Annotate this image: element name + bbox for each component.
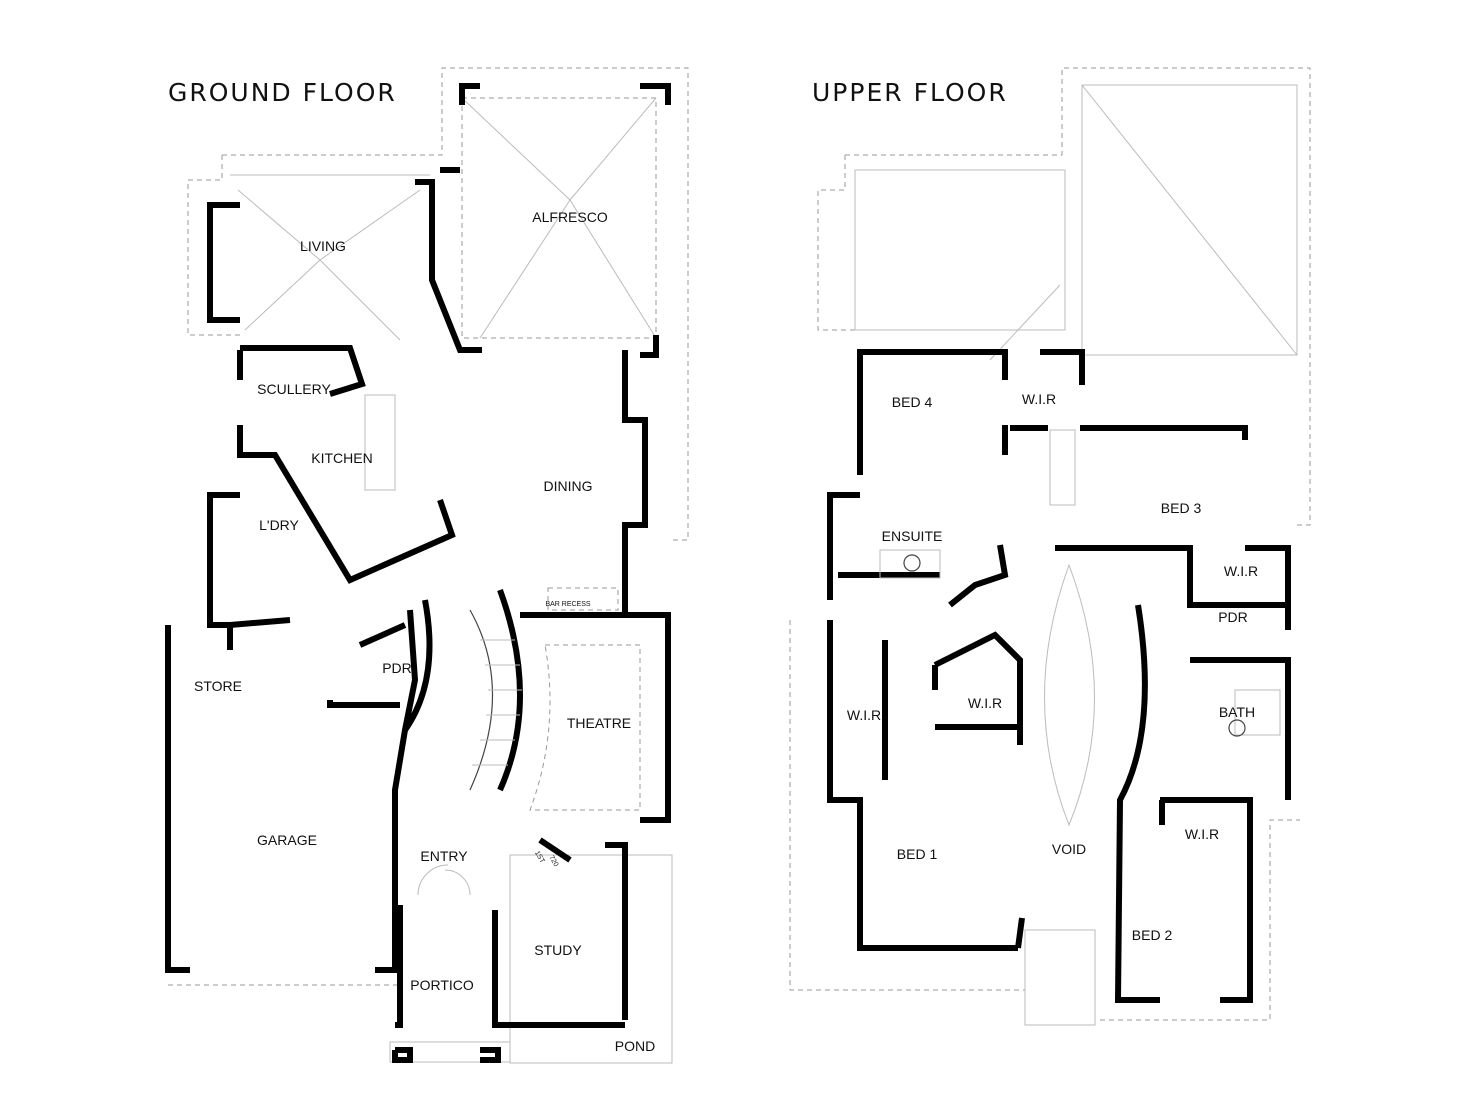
room-label-bed4: BED 4 bbox=[892, 394, 933, 410]
room-label-wir-bed4: W.I.R bbox=[1022, 391, 1056, 407]
room-label-wir-center: W.I.R bbox=[968, 695, 1002, 711]
upper-roof-outline bbox=[789, 67, 1311, 1026]
room-label-dining: DINING bbox=[544, 478, 593, 494]
ground-floor: GROUND FLOOR bbox=[165, 67, 689, 1064]
room-label-kitchen: KITCHEN bbox=[311, 450, 372, 466]
room-label-wir-bed2: W.I.R bbox=[1185, 826, 1219, 842]
upper-walls bbox=[827, 349, 1291, 1003]
room-label-bed2: BED 2 bbox=[1132, 927, 1173, 943]
ground-floor-title: GROUND FLOOR bbox=[168, 78, 397, 107]
room-label-pond: POND bbox=[615, 1038, 655, 1054]
room-label-garage: GARAGE bbox=[257, 832, 317, 848]
stair-note-height: 720 bbox=[547, 854, 559, 868]
room-label-ensuite: ENSUITE bbox=[882, 528, 943, 544]
room-label-void: VOID bbox=[1052, 841, 1086, 857]
ground-roof-outline bbox=[168, 67, 689, 1064]
room-label-study: STUDY bbox=[534, 942, 582, 958]
upper-fixtures bbox=[879, 429, 1281, 737]
room-label-bath: BATH bbox=[1219, 704, 1255, 720]
room-label-entry: ENTRY bbox=[420, 848, 468, 864]
ground-stair bbox=[364, 394, 641, 896]
room-label-bed3: BED 3 bbox=[1161, 500, 1202, 516]
upper-floor-title: UPPER FLOOR bbox=[812, 78, 1008, 107]
room-label-wir-bed3: W.I.R bbox=[1224, 563, 1258, 579]
room-label-scullery: SCULLERY bbox=[257, 381, 331, 397]
room-label-pdr-upper: PDR bbox=[1218, 609, 1248, 625]
stair-note-first: 1ST bbox=[533, 850, 546, 865]
room-label-living: LIVING bbox=[300, 238, 346, 254]
upper-room-labels: BED 4 W.I.R BED 3 ENSUITE W.I.R PDR W.I.… bbox=[847, 391, 1258, 943]
room-label-laundry: L'DRY bbox=[259, 517, 299, 533]
ground-room-labels: LIVING ALFRESCO SCULLERY KITCHEN DINING … bbox=[194, 209, 655, 1054]
room-label-pdr: PDR bbox=[382, 660, 412, 676]
ground-walls bbox=[165, 83, 671, 1063]
room-label-store: STORE bbox=[194, 678, 242, 694]
upper-floor: UPPER FLOOR bbox=[789, 67, 1311, 1026]
room-label-bed1: BED 1 bbox=[897, 846, 938, 862]
room-label-wir-bed1: W.I.R bbox=[847, 707, 881, 723]
room-label-bar-recess: BAR RECESS bbox=[545, 601, 590, 608]
room-label-theatre: THEATRE bbox=[567, 715, 631, 731]
room-label-alfresco: ALFRESCO bbox=[532, 209, 608, 225]
room-label-portico: PORTICO bbox=[410, 977, 474, 993]
